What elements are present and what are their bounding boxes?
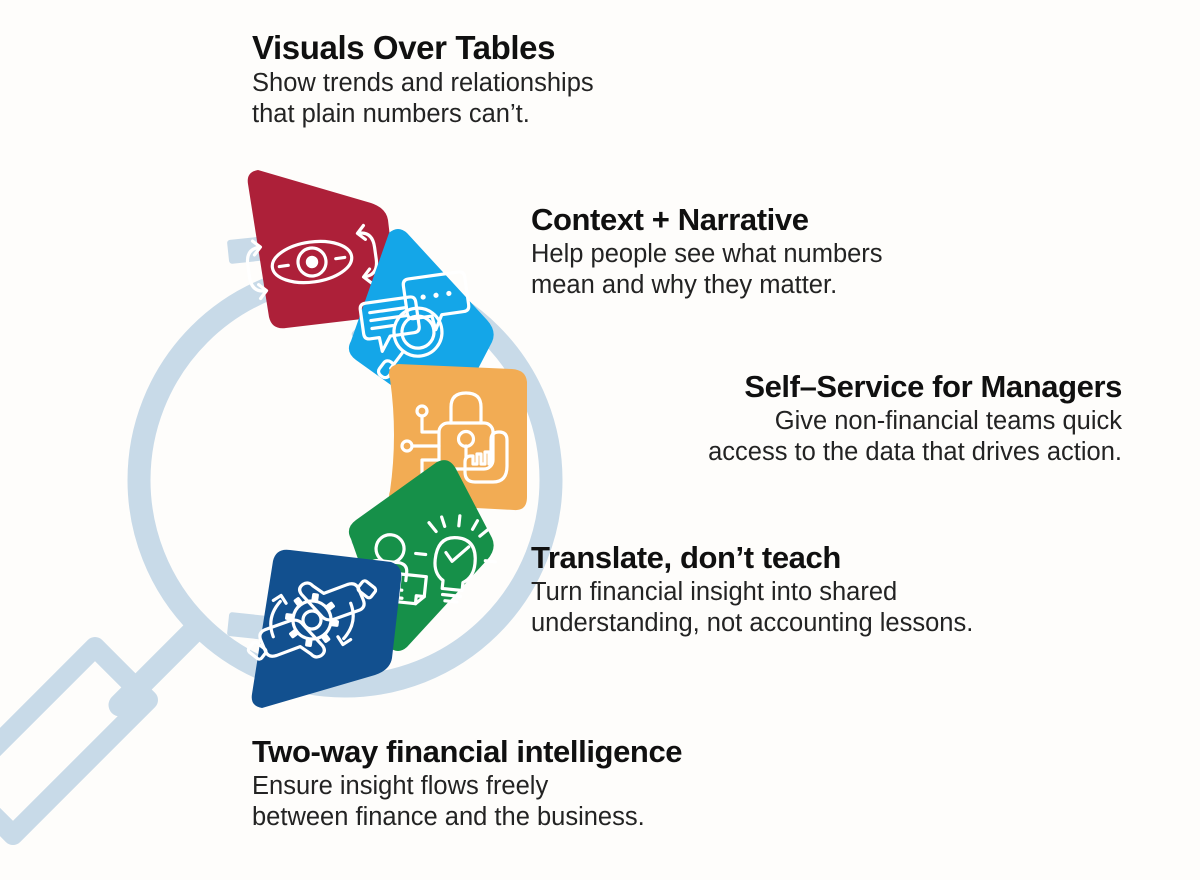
hands-gear-exchange-icon [246,579,378,661]
description-line: understanding, not accounting lessons. [531,608,974,637]
hand-bottom-cuff [246,640,268,661]
text-block-two-way: Two-way financial intelligence Ensure in… [252,734,683,833]
description-line: between finance and the business. [252,802,645,831]
heading-self-service: Self–Service for Managers [744,369,1122,404]
chat-text-line [368,305,409,315]
eye-lash-right [334,255,347,261]
chat-bubble-left [358,295,421,353]
ray [457,514,462,528]
description-line: Help people see what numbers [531,239,883,268]
text-block-translate: Translate, don’t teach Turn financial in… [531,540,973,639]
ray [414,551,428,557]
document-fold [413,594,426,606]
description-translate: Turn financial insight into shared under… [531,577,973,639]
eye-lash-left [277,263,290,269]
lightbulb-glass [433,536,477,593]
eye-pupil [305,255,319,269]
description-line: that plain numbers can’t. [252,100,530,129]
ray [478,527,491,538]
ray [427,521,438,534]
circuit-node [400,439,414,453]
text-block-context-narrative: Context + Narrative Help people see what… [531,202,883,301]
connector-tab [227,612,269,640]
arrow-left-head-top [250,239,263,257]
ray [440,515,447,528]
lock-shackle [449,391,483,425]
segment-two-way[interactable] [246,549,402,708]
ray [470,519,480,531]
chat-search-icon [358,270,471,380]
lightbulb-base-2 [443,599,459,604]
gear-teeth [284,592,340,648]
segment-visuals-over-tables[interactable] [245,170,398,329]
heading-visuals-over-tables: Visuals Over Tables [252,29,556,66]
chat-dot [420,294,426,300]
arrow-right-head-bottom [361,267,374,285]
arrow-arc-right-head [336,635,353,647]
description-line: Turn financial insight into shared [531,577,898,606]
eye-outline [270,239,354,285]
chat-dot [446,290,452,297]
hand-top-cuff [356,579,378,600]
check-mark [444,545,471,563]
eye-iris [296,246,328,278]
description-two-way: Ensure insight flows freely between fina… [252,771,682,833]
gear-inner [301,609,323,631]
chat-dot [433,292,439,298]
chat-text-line [370,323,395,331]
description-line: access to the data that drives action. [708,437,1122,466]
circuit-node [415,404,429,418]
pointing-hand [463,430,509,484]
magnifier-lens-inner [400,314,436,350]
text-block-self-service: Self–Service for Managers Give non-finan… [708,369,1122,468]
arrow-arc-left-head [271,593,288,605]
arrow-arc-left [269,599,282,639]
ray [483,559,497,564]
magnifier-lens [392,306,444,358]
arrow-left-head-bottom [257,283,269,301]
description-self-service: Give non-financial teams quick access to… [708,406,1122,468]
description-line: Give non-financial teams quick [774,406,1122,435]
segment-shape [247,170,398,329]
secure-access-hand-icon [400,391,509,488]
description-context-narrative: Help people see what numbers mean and wh… [531,239,883,301]
circuit-line-top [420,414,441,434]
arrow-right-loop [356,231,379,279]
description-visuals-over-tables: Show trends and relationships that plain… [252,68,594,130]
text-block-visuals-over-tables: Visuals Over Tables Show trends and rela… [252,29,594,130]
description-line: Show trends and relationships [252,68,594,97]
description-line: Ensure insight flows freely [252,771,549,800]
segment-shape [251,549,402,708]
description-line: mean and why they matter. [531,270,838,299]
heading-translate: Translate, don’t teach [531,540,841,575]
eye-refresh-icon [245,223,379,301]
arrow-arc-right [342,601,355,641]
arrow-right-head-top [355,223,367,241]
arrow-left-loop [245,245,268,293]
circuit-line-bottom [420,458,441,478]
lightbulb-base-1 [440,592,463,598]
heading-context-narrative: Context + Narrative [531,202,809,237]
heading-two-way: Two-way financial intelligence [252,734,683,769]
